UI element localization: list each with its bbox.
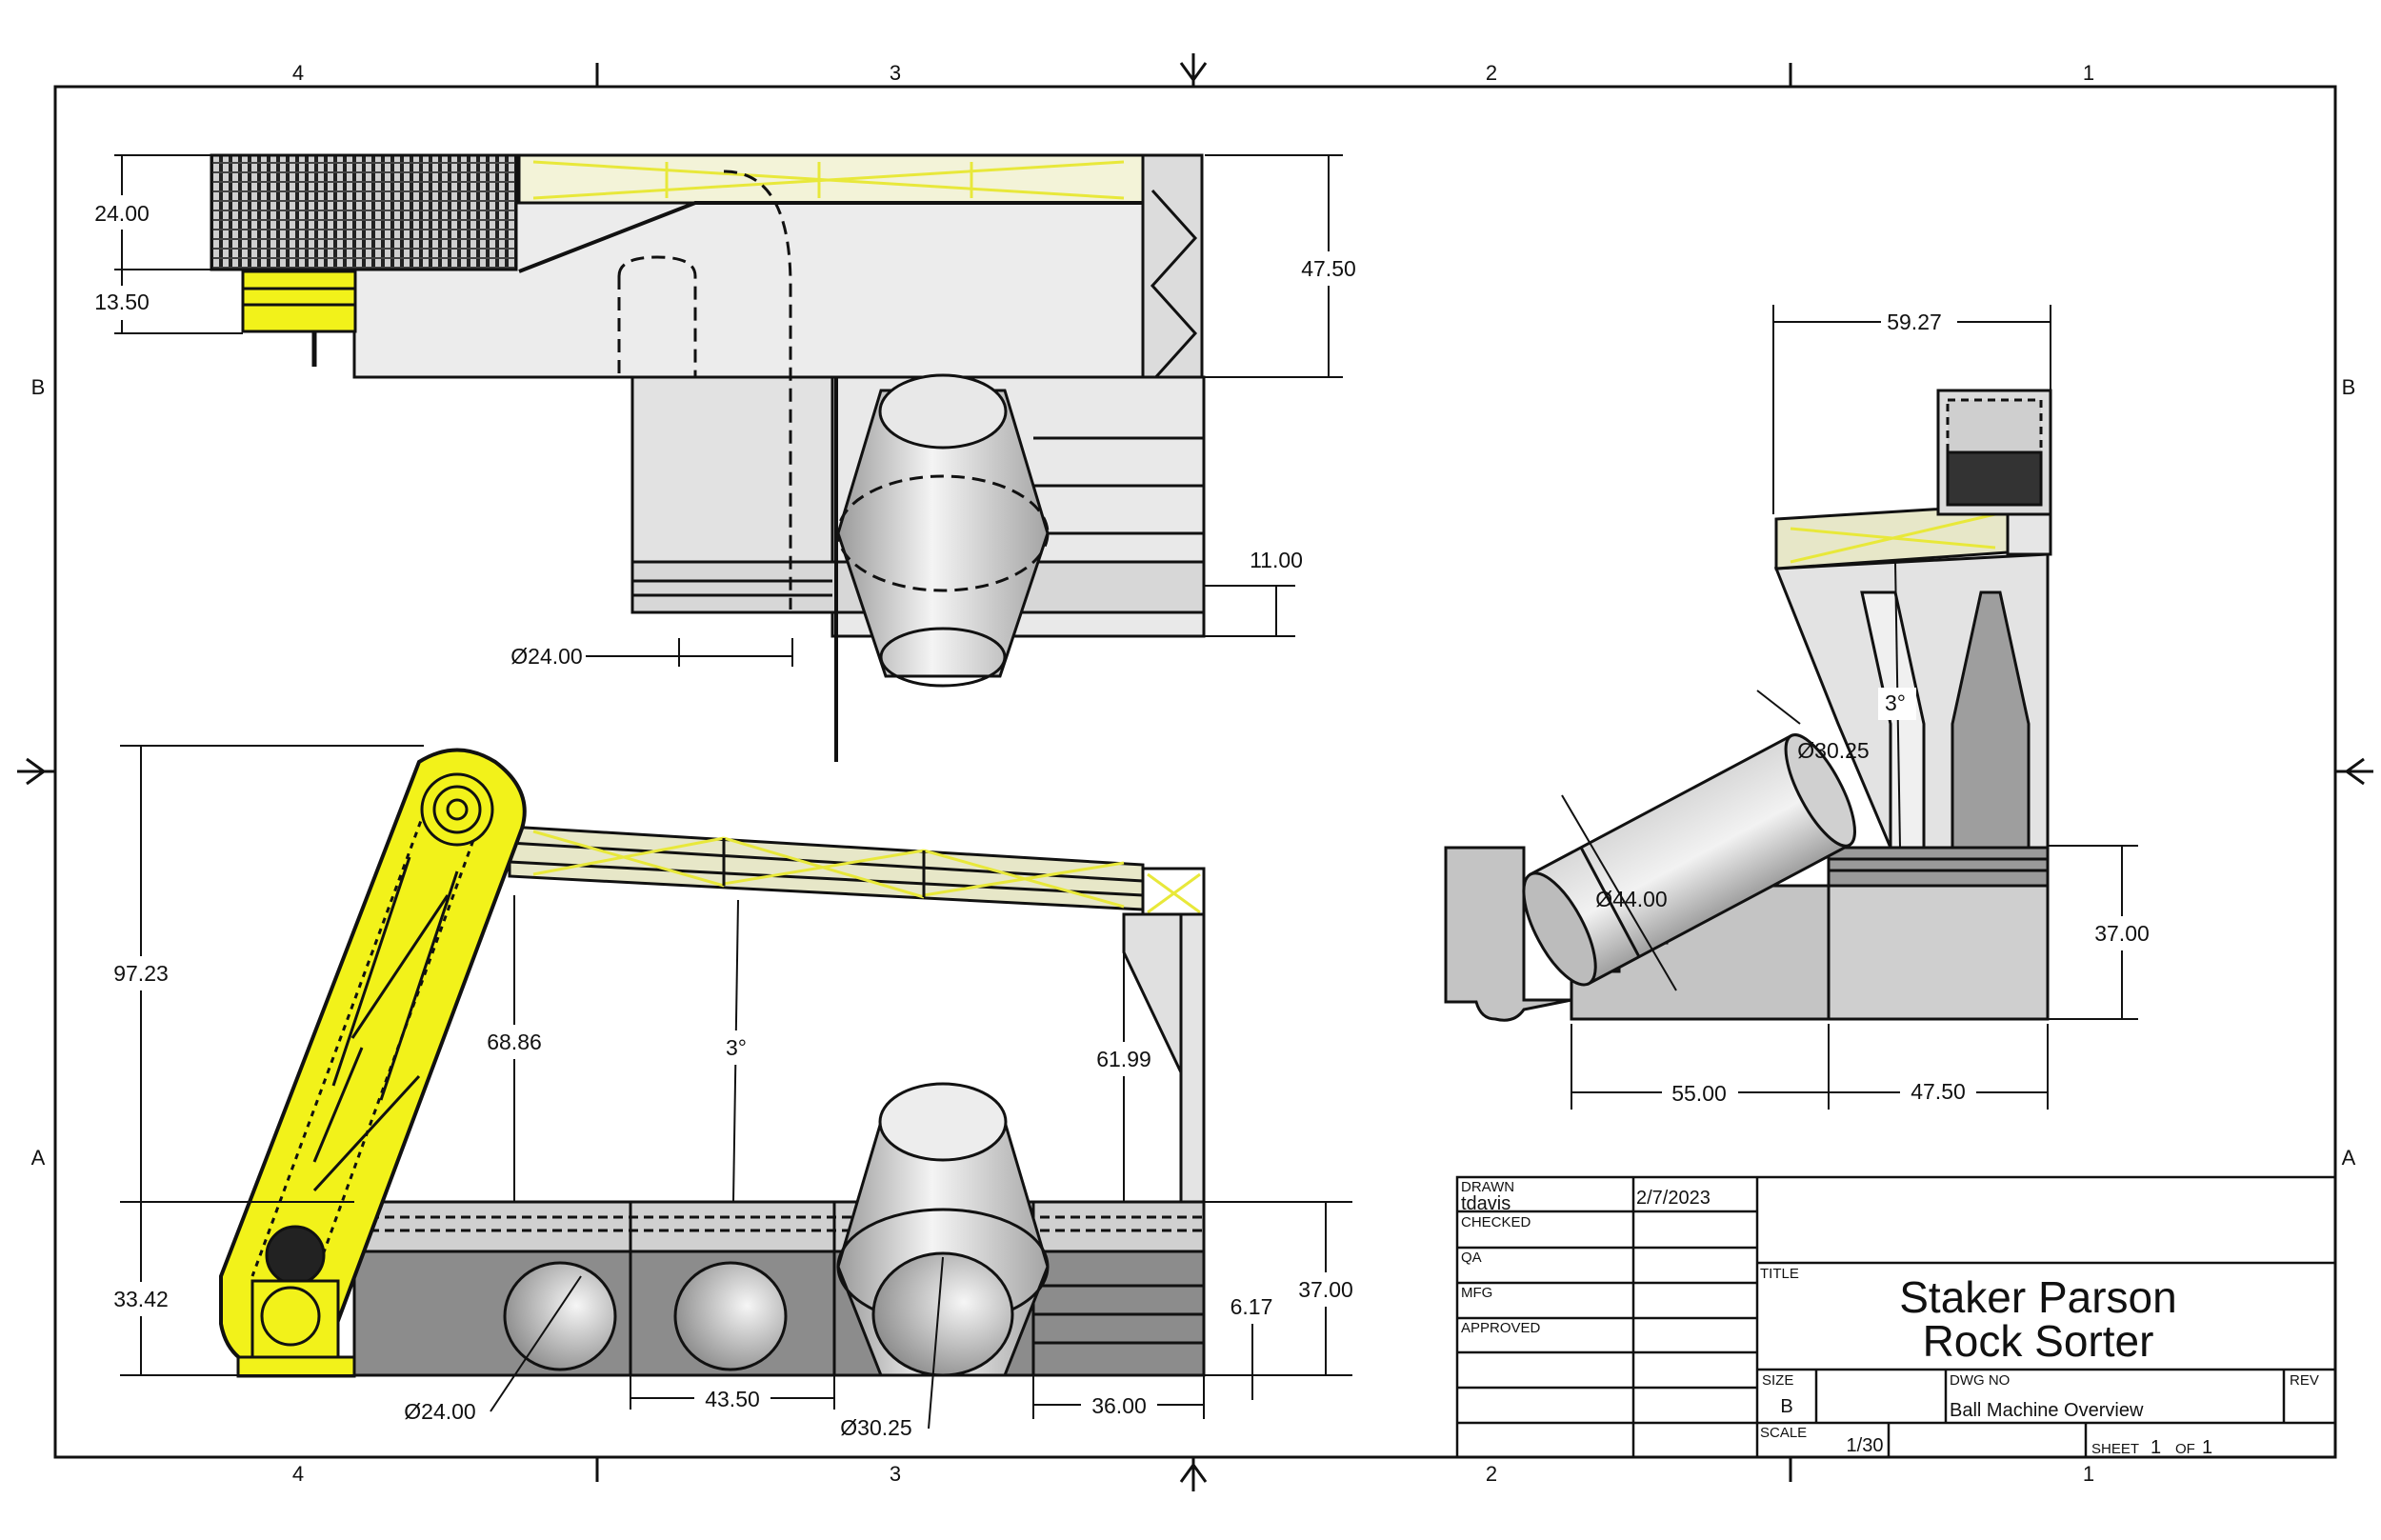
center-mark-bottom [1179, 1457, 1208, 1491]
front-view [120, 745, 1352, 1430]
dim-37-00-side: 37.00 [2094, 921, 2150, 946]
tb-sheet-total: 1 [2202, 1437, 2212, 1458]
dim-13-50: 13.50 [94, 290, 150, 314]
dim-bg [86, 286, 160, 320]
dim-59-27: 59.27 [1887, 310, 1942, 334]
dim-36-00: 36.00 [1091, 1393, 1147, 1418]
dim-97-23: 97.23 [113, 961, 169, 986]
zone-bottom-3: 3 [890, 1462, 901, 1486]
tb-qa-label: QA [1461, 1250, 1482, 1266]
dim-33-42: 33.42 [113, 1287, 169, 1311]
zone-bottom-1: 1 [2083, 1462, 2094, 1486]
zone-top-4: 4 [292, 61, 304, 85]
zone-right-A: A [2342, 1146, 2356, 1170]
dim-bg [1288, 1272, 1364, 1307]
tb-mfg-label: MFG [1461, 1285, 1492, 1301]
title-block [1455, 1175, 2337, 1459]
dim-6-17: 6.17 [1231, 1294, 1273, 1319]
dim-bg [1881, 307, 1957, 337]
dim-angle-3-front: 3° [726, 1035, 747, 1060]
tb-drawn-date: 2/7/2023 [1636, 1188, 1711, 1209]
tb-of-label: OF [2175, 1441, 2195, 1457]
dim-bg [2084, 916, 2160, 950]
dim-37-00-front: 37.00 [1298, 1277, 1353, 1302]
dim-dia-44-00: Ø44.00 [1595, 887, 1667, 911]
dim-47-50-side: 47.50 [1911, 1079, 1966, 1104]
dim-47-50-top: 47.50 [1301, 256, 1356, 281]
top-view [114, 153, 1343, 762]
tb-scale-value: 1/30 [1847, 1435, 1884, 1456]
dim-bg [1878, 688, 1916, 720]
dim-43-50: 43.50 [705, 1387, 760, 1411]
dim-dia-24-00-front: Ø24.00 [404, 1399, 475, 1424]
center-mark-top [1179, 53, 1208, 87]
zone-left-B: B [31, 375, 46, 399]
dim-bg [1291, 251, 1367, 286]
tb-dwg-no-label: DWG NO [1950, 1372, 2010, 1389]
zone-bottom-2: 2 [1486, 1462, 1497, 1486]
dim-55-00: 55.00 [1671, 1081, 1727, 1106]
tb-scale-label: SCALE [1760, 1425, 1807, 1441]
dim-bg [1086, 1042, 1162, 1076]
zone-top-1: 1 [2083, 61, 2094, 85]
dim-dia-24-00-top: Ø24.00 [510, 644, 582, 669]
tb-checked-label: CHECKED [1461, 1214, 1531, 1230]
dim-bg [1662, 1078, 1738, 1109]
dim-68-86: 68.86 [487, 1030, 542, 1054]
center-mark-right [2335, 757, 2373, 786]
tb-title-line2: Rock Sorter [1923, 1316, 2154, 1366]
dim-dia-30-25-front: Ø30.25 [840, 1415, 911, 1440]
tb-size-label: SIZE [1762, 1372, 1793, 1389]
zone-right-B: B [2342, 375, 2356, 399]
tb-drawn-by: tdavis [1461, 1193, 1511, 1214]
zone-top-2: 2 [1486, 61, 1497, 85]
dim-bg [1900, 1076, 1976, 1107]
dim-bg [694, 1386, 770, 1414]
side-view [1444, 305, 2138, 1110]
dim-24-00: 24.00 [94, 201, 150, 226]
zone-left-A: A [31, 1146, 46, 1170]
dim-bg [1081, 1390, 1157, 1419]
sheet-border: 4 3 2 1 4 3 2 1 B A B A [17, 53, 2373, 1491]
dim-bg [103, 1282, 179, 1316]
zone-top-3: 3 [890, 61, 901, 85]
dim-bg [719, 1030, 757, 1065]
tb-drawn-label: DRAWN [1461, 1179, 1514, 1195]
zone-bottom-4: 4 [292, 1462, 304, 1486]
tb-dwg-no-value: Ball Machine Overview [1950, 1400, 2144, 1421]
tb-sheet-num: 1 [2151, 1437, 2161, 1458]
tb-approved-label: APPROVED [1461, 1320, 1541, 1336]
tb-title-line1: Staker Parson [1899, 1272, 2176, 1322]
dim-61-99: 61.99 [1096, 1047, 1151, 1071]
dim-bg [476, 1025, 552, 1059]
center-mark-left [17, 757, 55, 786]
tb-rev-label: REV [2290, 1372, 2319, 1389]
dim-bg [103, 956, 179, 990]
tb-sheet-label: SHEET [2091, 1441, 2139, 1457]
tb-size-value: B [1780, 1396, 1792, 1417]
dim-dia-30-25-side: Ø30.25 [1797, 738, 1869, 763]
dim-angle-3-side: 3° [1885, 690, 1906, 715]
dim-bg [86, 195, 160, 230]
tb-title-label: TITLE [1760, 1266, 1799, 1282]
dim-11-00: 11.00 [1250, 548, 1303, 572]
